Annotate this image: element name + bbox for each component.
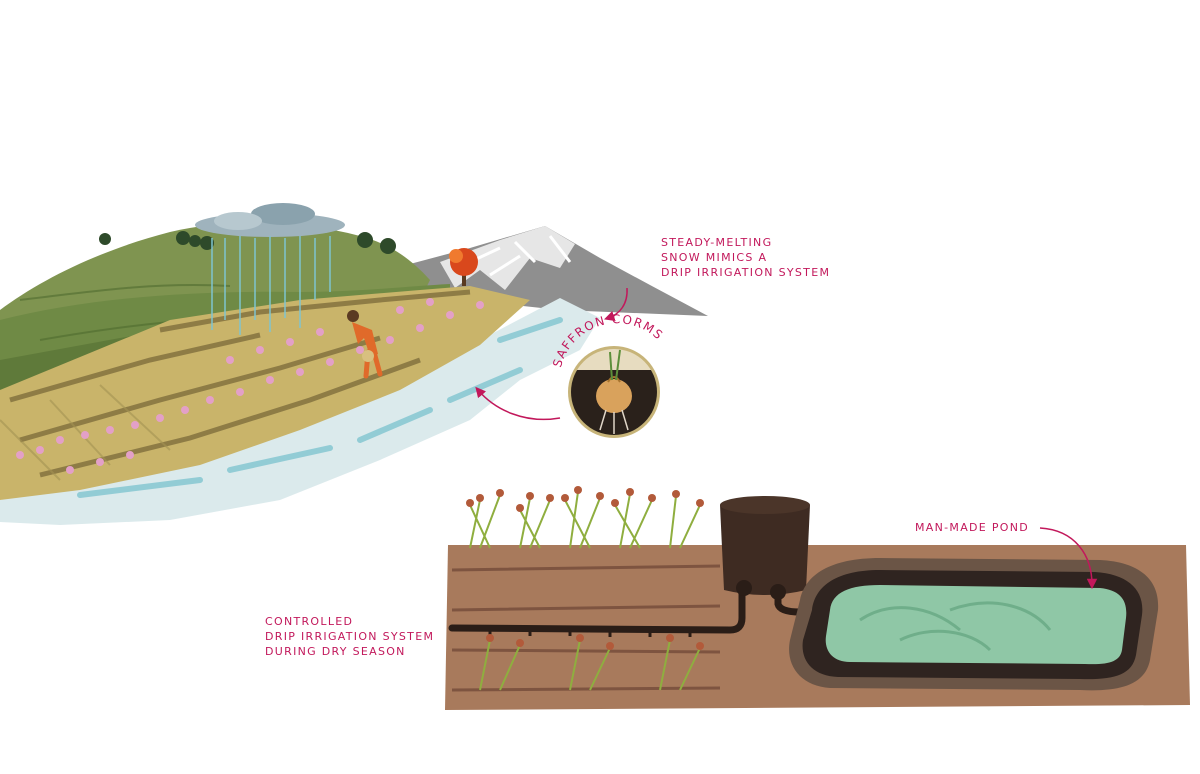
drip-irrigation-label-line: DRIP IRRIGATION SYSTEM bbox=[265, 630, 435, 643]
man-made-pond-label: MAN-MADE POND bbox=[915, 520, 1029, 535]
plant-buds bbox=[466, 486, 704, 650]
snow-melt-label-line: STEADY-MELTING bbox=[661, 236, 773, 249]
rain-cloud-icon bbox=[195, 203, 345, 335]
snow-field bbox=[0, 298, 600, 525]
saffron-flowers bbox=[16, 298, 484, 474]
autumn-tree bbox=[449, 248, 478, 286]
trees bbox=[99, 231, 396, 254]
man-made-pond-label-text: MAN-MADE POND bbox=[915, 521, 1030, 534]
snow-melt-label: STEADY-MELTING SNOW MIMICS A DRIP IRRIGA… bbox=[661, 235, 830, 280]
saffron-corm-icon bbox=[568, 346, 660, 438]
pond bbox=[789, 558, 1159, 691]
corm-arrow bbox=[475, 386, 561, 421]
drip-irrigation-label: CONTROLLED DRIP IRRIGATION SYSTEM DURING… bbox=[265, 614, 434, 659]
terraced-fields bbox=[0, 286, 530, 500]
snow-melt-label-line: SNOW MIMICS A bbox=[661, 251, 768, 264]
drip-irrigation-label-line: CONTROLLED bbox=[265, 615, 354, 628]
snow-melt-label-line: DRIP IRRIGATION SYSTEM bbox=[661, 266, 831, 279]
drip-irrigation-label-line: DURING DRY SEASON bbox=[265, 645, 406, 658]
pond-arrow bbox=[1039, 527, 1098, 590]
field-plants bbox=[469, 491, 701, 691]
water-tank-icon bbox=[720, 496, 810, 600]
farmer-icon bbox=[347, 310, 383, 379]
snow-arrow bbox=[604, 287, 628, 321]
